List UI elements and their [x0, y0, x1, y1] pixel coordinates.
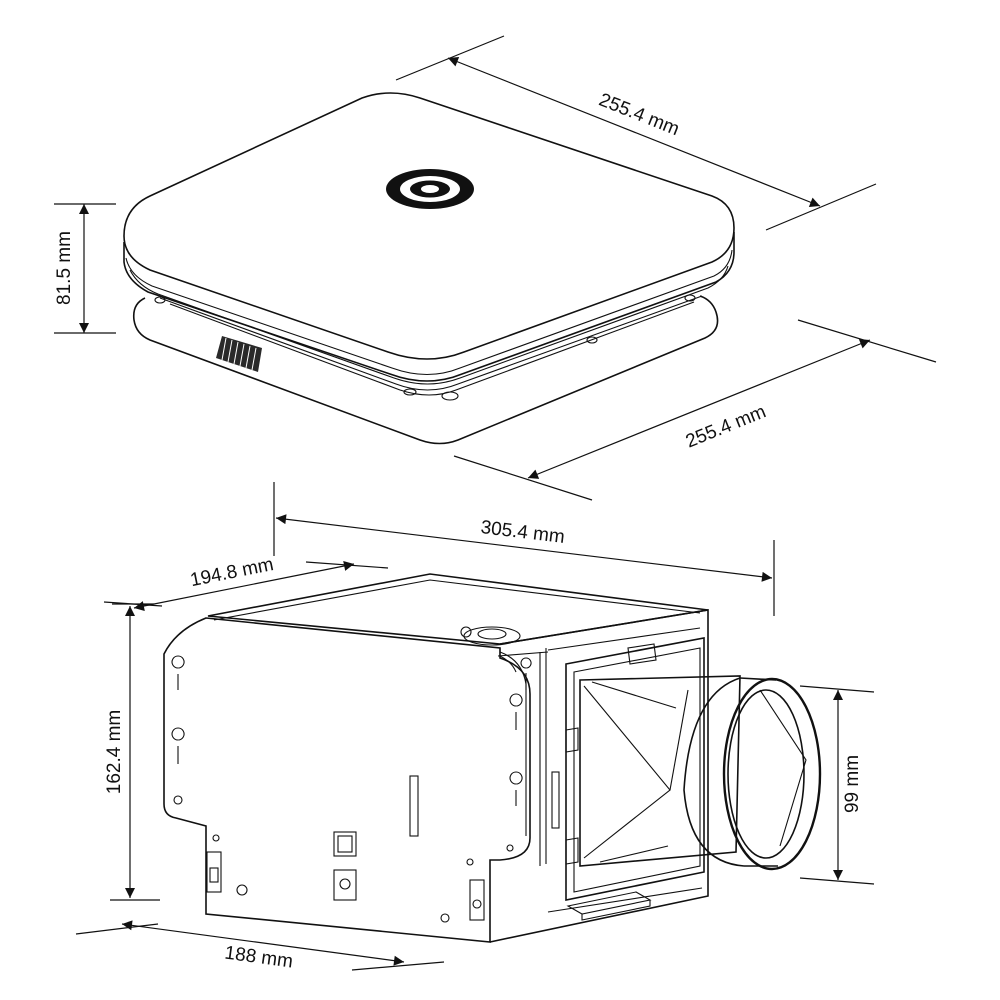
grille-width-dimension: 255.4 mm	[453, 319, 937, 501]
housing-drawing	[163, 573, 822, 943]
housing-top-fitting	[460, 626, 657, 665]
grille-width-label: 255.4 mm	[683, 401, 769, 452]
grille-body-side	[123, 232, 735, 382]
housing-width-label: 194.8 mm	[188, 554, 275, 591]
duct-diameter-dimension: 99 mm	[799, 685, 875, 885]
housing-height-dimension: 162.4 mm	[104, 603, 160, 901]
housing-top-panel	[207, 573, 709, 645]
duct-transition	[579, 675, 741, 867]
grille-drawing	[123, 92, 735, 445]
grille-base-plate	[132, 295, 719, 445]
housing-width-dimension: 194.8 mm	[103, 554, 389, 611]
keyhole-slot-icon	[171, 655, 532, 806]
terminal-block-icon	[206, 831, 485, 921]
housing-outlet-frame	[565, 637, 705, 901]
grille-depth-label: 255.4 mm	[596, 90, 682, 141]
duct-diameter-label: 99 mm	[842, 755, 863, 813]
grille-height-label: 81.5 mm	[54, 231, 75, 305]
grille-top-face	[123, 92, 735, 360]
grille-height-dimension: 81.5 mm	[54, 203, 116, 334]
housing-length-dimension: 305.4 mm	[273, 482, 775, 616]
grille-logo-icon	[386, 169, 474, 209]
housing-length-label: 305.4 mm	[479, 517, 565, 548]
grille-depth-dimension: 255.4 mm	[395, 35, 877, 231]
housing-front-panel	[163, 617, 531, 943]
duct-collar	[683, 677, 822, 871]
housing-height-label: 162.4 mm	[104, 710, 125, 794]
grille-hatch-collar	[216, 336, 262, 372]
housing-side-panel	[489, 609, 709, 943]
housing-base-label: 188 mm	[223, 943, 294, 973]
